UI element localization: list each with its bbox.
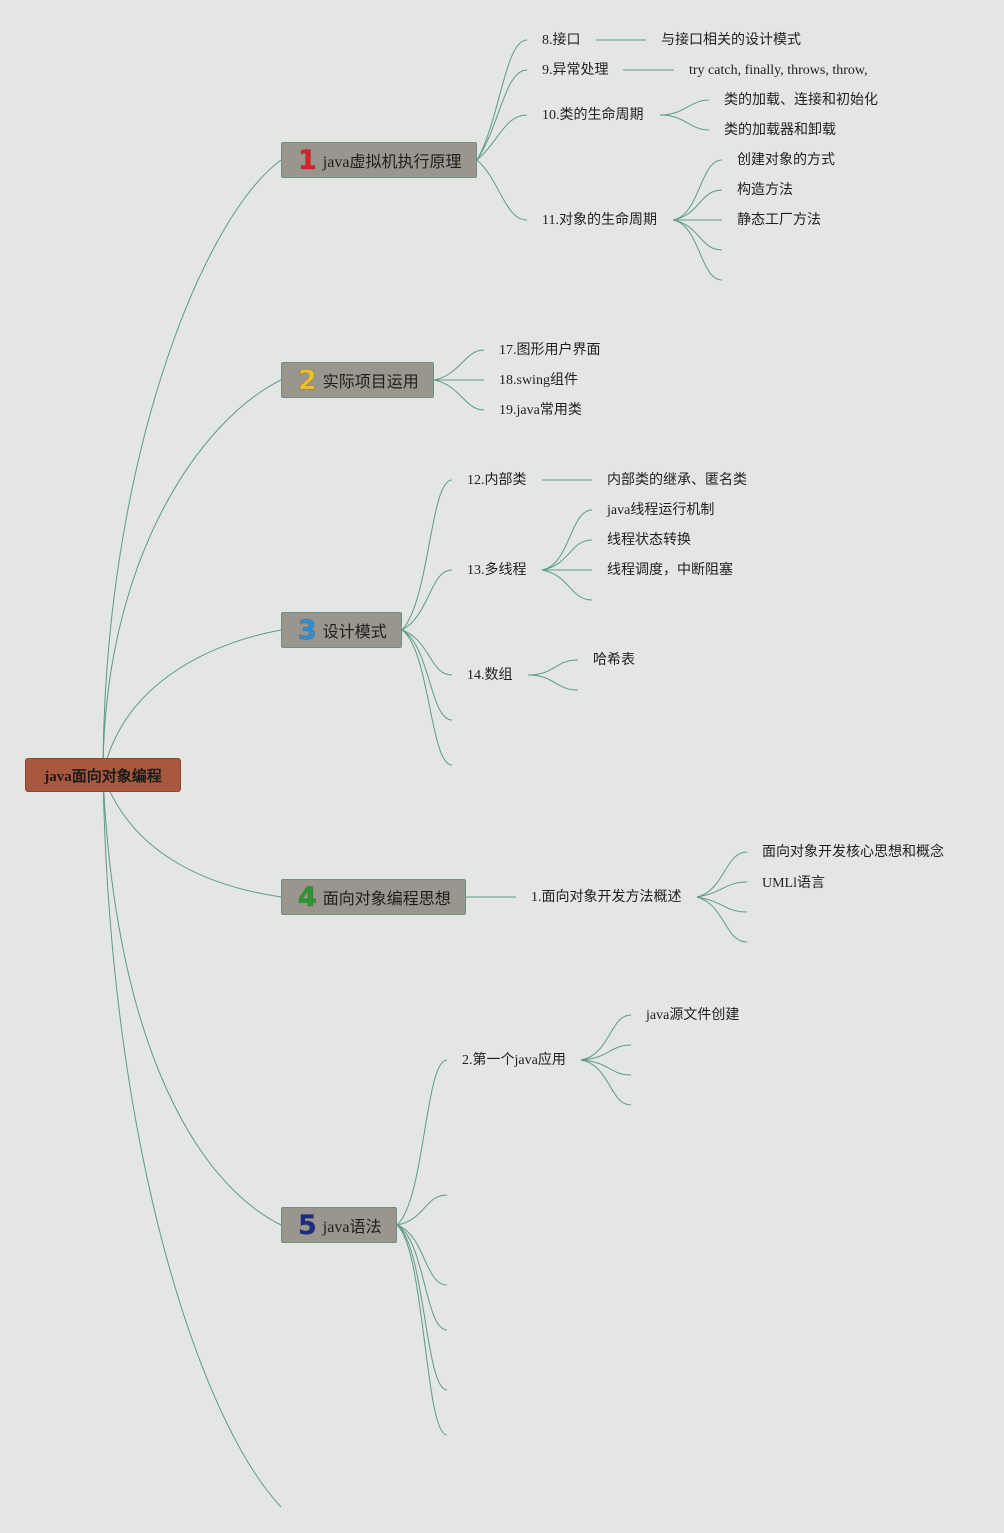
node-class-loading[interactable]: 类的加载、连接和初始化 [724, 93, 878, 108]
edge-thread-2 [541, 539, 593, 571]
node-static-factory[interactable]: 静态工厂方法 [737, 213, 821, 228]
branch-design-patterns[interactable]: 3 设计模式 [281, 612, 402, 648]
branch-jvm-principles[interactable]: 1 java虚拟机执行原理 [281, 142, 477, 178]
edge-root-b3 [102, 629, 282, 776]
edge-b5-first-app [396, 1059, 448, 1226]
edge-root-extra [102, 774, 282, 1508]
edge-oo-2 [696, 881, 748, 898]
edge-hash-1 [527, 659, 579, 676]
number-2-icon: 2 [298, 364, 318, 396]
node-inner-class-detail[interactable]: 内部类的继承、匿名类 [607, 473, 747, 488]
edge-app-2 [580, 1044, 632, 1061]
number-1-icon: 1 [298, 144, 318, 176]
edge-object-2 [672, 189, 723, 221]
node-thread-state[interactable]: 线程状态转换 [607, 533, 691, 548]
edge-root-b5 [102, 774, 282, 1226]
edge-b3-array [401, 629, 453, 676]
edge-hash-2 [527, 674, 579, 691]
edge-oo-3 [696, 896, 748, 913]
node-constructor[interactable]: 构造方法 [737, 183, 793, 198]
edge-b5-e5 [396, 1224, 448, 1436]
edge-b5-e3 [396, 1224, 448, 1331]
edge-b3-empty1 [401, 629, 453, 721]
edge-root-b1 [102, 159, 282, 776]
number-3-icon: 3 [298, 614, 318, 646]
edge-b5-e4 [396, 1224, 448, 1391]
node-interface-patterns[interactable]: 与接口相关的设计模式 [661, 33, 801, 48]
branch-label: java虚拟机执行原理 [322, 154, 462, 171]
node-gui[interactable]: 17.图形用户界面 [499, 343, 601, 358]
node-multithread[interactable]: 13.多线程 [467, 563, 527, 578]
node-array[interactable]: 14.数组 [467, 668, 513, 683]
root-topic[interactable]: java面向对象编程 [25, 758, 181, 792]
node-oo-method[interactable]: 1.面向对象开发方法概述 [531, 890, 682, 905]
edge-b3-inner [401, 479, 453, 631]
edge-app-1 [580, 1014, 632, 1061]
edge-b3-empty2 [401, 629, 453, 766]
edge-class-loader [659, 114, 710, 131]
edge-b1-class-lifecycle [476, 114, 528, 161]
node-hashtable[interactable]: 哈希表 [593, 653, 635, 668]
node-swing[interactable]: 18.swing组件 [499, 373, 578, 388]
edge-b1-exception [476, 69, 528, 161]
node-exception-keywords[interactable]: try catch, finally, throws, throw, [689, 63, 868, 78]
edge-thread-1 [541, 509, 593, 571]
edge-object-4 [672, 219, 723, 251]
branch-project-application[interactable]: 2 实际项目运用 [281, 362, 434, 398]
branch-label: 面向对象编程思想 [322, 891, 451, 908]
edge-oo-4 [696, 896, 748, 943]
node-exception[interactable]: 9.异常处理 [542, 63, 609, 78]
node-uml[interactable]: UMLl语言 [762, 876, 825, 891]
branch-label: 实际项目运用 [322, 374, 419, 391]
node-thread-mechanism[interactable]: java线程运行机制 [607, 503, 715, 518]
node-object-lifecycle[interactable]: 11.对象的生命周期 [542, 213, 657, 228]
number-4-icon: 4 [298, 881, 318, 913]
node-common-classes[interactable]: 19.java常用类 [499, 403, 582, 418]
edge-root-b2 [102, 379, 282, 776]
edge-app-4 [580, 1059, 632, 1106]
node-object-creation[interactable]: 创建对象的方式 [737, 153, 835, 168]
edge-b2-common [433, 379, 485, 411]
edge-b5-e2 [396, 1224, 448, 1286]
node-interface[interactable]: 8.接口 [542, 33, 581, 48]
edge-class-loading [659, 99, 710, 116]
edge-app-3 [580, 1059, 632, 1076]
edge-thread-4 [541, 569, 593, 601]
edge-oo-1 [696, 851, 748, 898]
node-source-file[interactable]: java源文件创建 [646, 1008, 740, 1023]
branch-label: 设计模式 [322, 624, 387, 641]
branch-java-syntax[interactable]: 5 java语法 [281, 1207, 397, 1243]
edge-b1-object-lifecycle [476, 159, 528, 221]
branch-oo-thinking[interactable]: 4 面向对象编程思想 [281, 879, 466, 915]
edge-object-1 [672, 159, 723, 221]
edge-root-b4 [102, 774, 282, 898]
node-oo-core[interactable]: 面向对象开发核心思想和概念 [762, 845, 944, 860]
node-class-loader[interactable]: 类的加载器和卸载 [724, 123, 836, 138]
node-first-app[interactable]: 2.第一个java应用 [462, 1053, 566, 1068]
edge-b5-e1 [396, 1194, 448, 1226]
node-thread-schedule[interactable]: 线程调度，中断阻塞 [607, 563, 733, 578]
branch-label: java语法 [322, 1219, 382, 1236]
edge-b1-interface [476, 39, 528, 161]
edge-b2-gui [433, 349, 485, 381]
edge-b3-thread [401, 569, 453, 631]
node-inner-class[interactable]: 12.内部类 [467, 473, 527, 488]
number-5-icon: 5 [298, 1209, 318, 1241]
node-class-lifecycle[interactable]: 10.类的生命周期 [542, 108, 644, 123]
edge-object-5 [672, 219, 723, 281]
